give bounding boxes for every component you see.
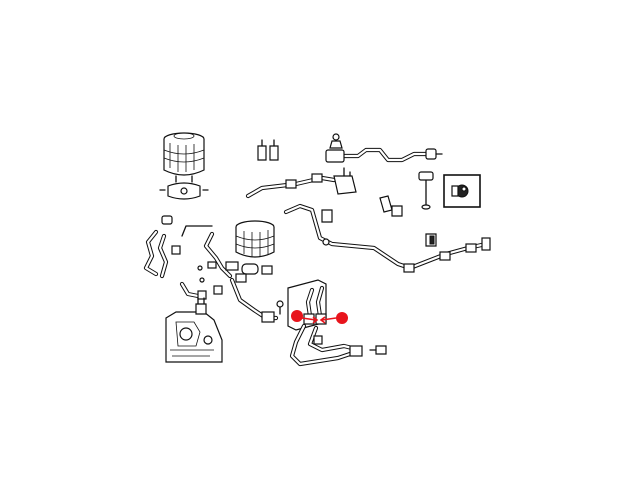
fuel-line-upper-right <box>325 147 443 163</box>
bracket-clip-mid <box>379 195 403 217</box>
red-marker-right <box>336 312 348 324</box>
red-marker-left <box>291 310 303 322</box>
small-fittings-left <box>197 261 223 295</box>
hose-short-left <box>179 281 207 300</box>
connector-right-mid <box>425 233 437 247</box>
hose-assembly-bottom <box>289 323 387 367</box>
injection-pump <box>165 297 223 363</box>
fuel-line-to-pump <box>229 277 284 323</box>
clip-top-center <box>257 139 279 161</box>
fuel-filter-upper <box>163 132 205 176</box>
filter-outlet-fittings <box>225 261 273 283</box>
fuel-filter-lower <box>235 220 275 258</box>
hose-left-outer <box>143 229 169 279</box>
sensor-probe <box>418 171 434 210</box>
fuel-line-lower-right <box>283 203 491 273</box>
fuel-rail-middle <box>245 167 357 199</box>
filter-bracket-upper <box>159 175 209 200</box>
hose-left-inner <box>161 215 233 279</box>
sensor-inset-icon <box>443 174 481 208</box>
marker-arrow-icon <box>301 316 337 324</box>
fitting-top-small <box>329 133 343 149</box>
connector-bracket-lower <box>287 279 327 331</box>
